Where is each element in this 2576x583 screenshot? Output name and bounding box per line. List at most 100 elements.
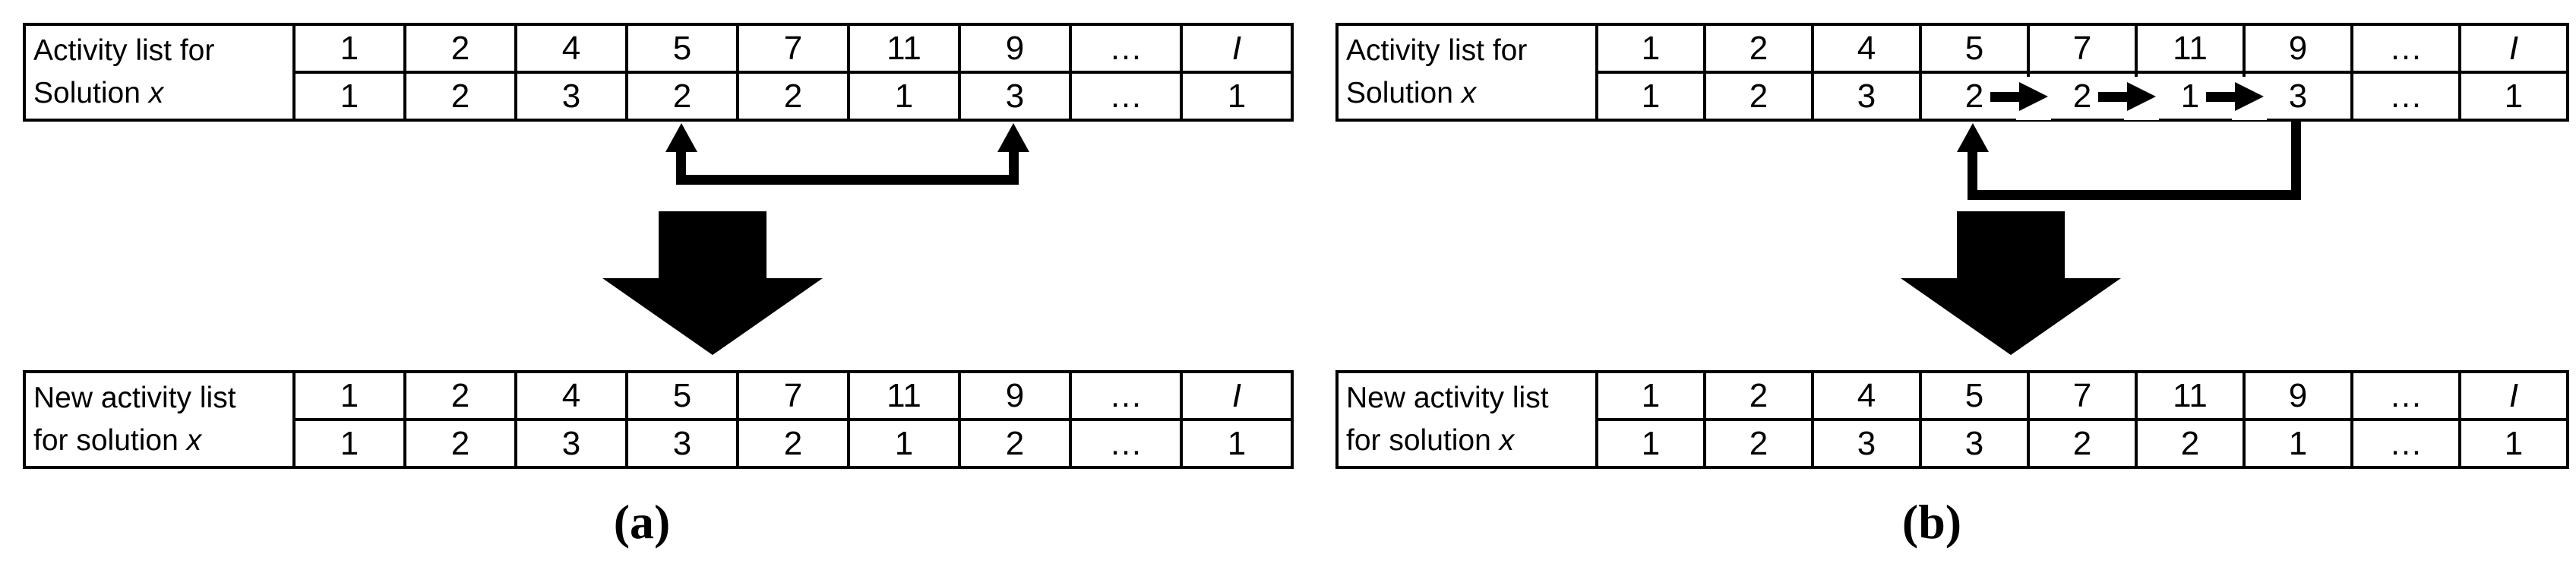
cell-mode: 2 (1703, 418, 1814, 469)
cell-activity: 1 (292, 370, 406, 421)
table-label-line1: New activity list (1346, 382, 1549, 414)
shift-right-arrow-icon (2235, 82, 2264, 111)
cell-mode: 2 (625, 71, 739, 122)
table-label: New activity list for solution x (23, 370, 296, 469)
cell-activity-count-variable: I (2458, 370, 2569, 421)
solution-variable: x (1499, 424, 1515, 457)
move-connector-bar (1968, 190, 2301, 200)
cell-activity: 1 (1595, 370, 1706, 421)
cell-mode-ellipsis: … (1069, 418, 1183, 469)
cell-mode: 3 (1811, 71, 1922, 122)
cell-mode: 1 (2243, 418, 2353, 469)
cell-mode: 3 (958, 71, 1072, 122)
panel-b-caption: (b) (1901, 495, 1962, 549)
cell-mode: 2 (403, 71, 517, 122)
cell-activity: 1 (1595, 23, 1706, 74)
table-label-line1: Activity list for (33, 34, 215, 67)
cell-activity: 4 (1811, 370, 1922, 421)
table-label-line1: New activity list (33, 382, 236, 414)
cell-activity-ellipsis: … (2350, 370, 2461, 421)
cell-activity: 11 (847, 370, 961, 421)
cell-activity: 9 (2243, 23, 2353, 74)
cell-activity: 11 (2135, 23, 2246, 74)
shift-right-arrow-icon (2127, 82, 2156, 111)
cell-activity: 11 (847, 23, 961, 74)
cell-mode: 1 (292, 418, 406, 469)
cell-mode: 1 (292, 71, 406, 122)
move-up-arrow-icon (1957, 123, 1989, 152)
table-label-line2-prefix: Solution (33, 77, 149, 109)
table-label-line2: for solution x (1346, 420, 1595, 462)
panel-a-top-table: Activity list for Solution x 1 2 4 5 7 1… (23, 23, 1294, 122)
cell-mode: 2 (2135, 418, 2246, 469)
cell-activity: 5 (1919, 23, 2030, 74)
cell-mode: 1 (1595, 71, 1706, 122)
cell-activity: 9 (2243, 370, 2353, 421)
cell-mode-ellipsis: … (2350, 71, 2461, 122)
table-label-line1: Activity list for (1346, 34, 1528, 67)
cell-mode: 2 (2027, 418, 2138, 469)
solution-variable: x (186, 424, 202, 457)
cell-activity: 7 (2027, 370, 2138, 421)
table-label: Activity list for Solution x (1335, 23, 1598, 122)
cell-mode: 2 (736, 71, 850, 122)
cell-activity-count-variable: I (2458, 23, 2569, 74)
table-label: Activity list for Solution x (23, 23, 296, 122)
cell-mode: 2 (403, 418, 517, 469)
cell-activity-ellipsis: … (2350, 23, 2461, 74)
cell-activity-count-variable: I (1180, 370, 1294, 421)
cell-mode: 1 (847, 418, 961, 469)
solution-variable: x (148, 77, 164, 109)
table-label-line2-prefix: for solution (1346, 424, 1500, 457)
move-connector-right-stem (2291, 122, 2301, 200)
transform-down-arrow-icon (1901, 278, 2121, 355)
cell-activity: 4 (514, 370, 628, 421)
shift-right-arrow-icon (2019, 82, 2048, 111)
cell-activity-count-variable: I (1180, 23, 1294, 74)
cell-mode: 1 (1180, 71, 1294, 122)
shift-right-arrow-shaft (2206, 92, 2236, 102)
cell-activity: 5 (1919, 370, 2030, 421)
table-label-line2: Solution x (1346, 72, 1595, 115)
cell-activity: 1 (292, 23, 406, 74)
table-label-line2-prefix: for solution (33, 424, 187, 457)
cell-activity: 2 (1703, 370, 1814, 421)
cell-mode: 3 (1919, 418, 2030, 469)
cell-mode: 3 (514, 418, 628, 469)
cell-mode: 2 (958, 418, 1072, 469)
cell-activity-ellipsis: … (1069, 23, 1183, 74)
cell-activity: 2 (403, 23, 517, 74)
swap-up-arrow-right-icon (997, 123, 1029, 152)
cell-activity: 9 (958, 370, 1072, 421)
cell-mode: 1 (847, 71, 961, 122)
cell-activity: 9 (958, 23, 1072, 74)
cell-mode: 2 (736, 418, 850, 469)
cell-mode: 3 (1811, 418, 1922, 469)
cell-mode-ellipsis: … (1069, 71, 1183, 122)
cell-activity: 5 (625, 23, 739, 74)
panel-b-bottom-table: New activity list for solution x 1 2 4 5… (1335, 370, 2569, 469)
cell-mode: 1 (1595, 418, 1706, 469)
transform-down-arrow-shaft (659, 211, 766, 279)
cell-mode: 1 (2458, 71, 2569, 122)
cell-activity: 11 (2135, 370, 2246, 421)
shift-right-arrow-shaft (2098, 92, 2129, 102)
table-label: New activity list for solution x (1335, 370, 1598, 469)
table-label-line2: for solution x (33, 420, 292, 462)
panel-a-caption: (a) (613, 495, 671, 549)
table-label-line2: Solution x (33, 72, 292, 115)
move-connector-left-stem (1968, 147, 1977, 200)
panel-a-bottom-table: New activity list for solution x 1 2 4 5… (23, 370, 1294, 469)
panel-b-top-table: Activity list for Solution x 1 2 4 5 7 1… (1335, 23, 2569, 122)
swap-up-arrow-left-icon (665, 123, 697, 152)
cell-activity: 7 (736, 23, 850, 74)
transform-down-arrow-icon (602, 278, 823, 355)
cell-activity: 7 (2027, 23, 2138, 74)
solution-variable: x (1461, 77, 1477, 109)
table-label-line2-prefix: Solution (1346, 77, 1462, 109)
cell-activity: 4 (514, 23, 628, 74)
cell-mode: 1 (2458, 418, 2569, 469)
cell-activity: 4 (1811, 23, 1922, 74)
cell-mode: 1 (1180, 418, 1294, 469)
